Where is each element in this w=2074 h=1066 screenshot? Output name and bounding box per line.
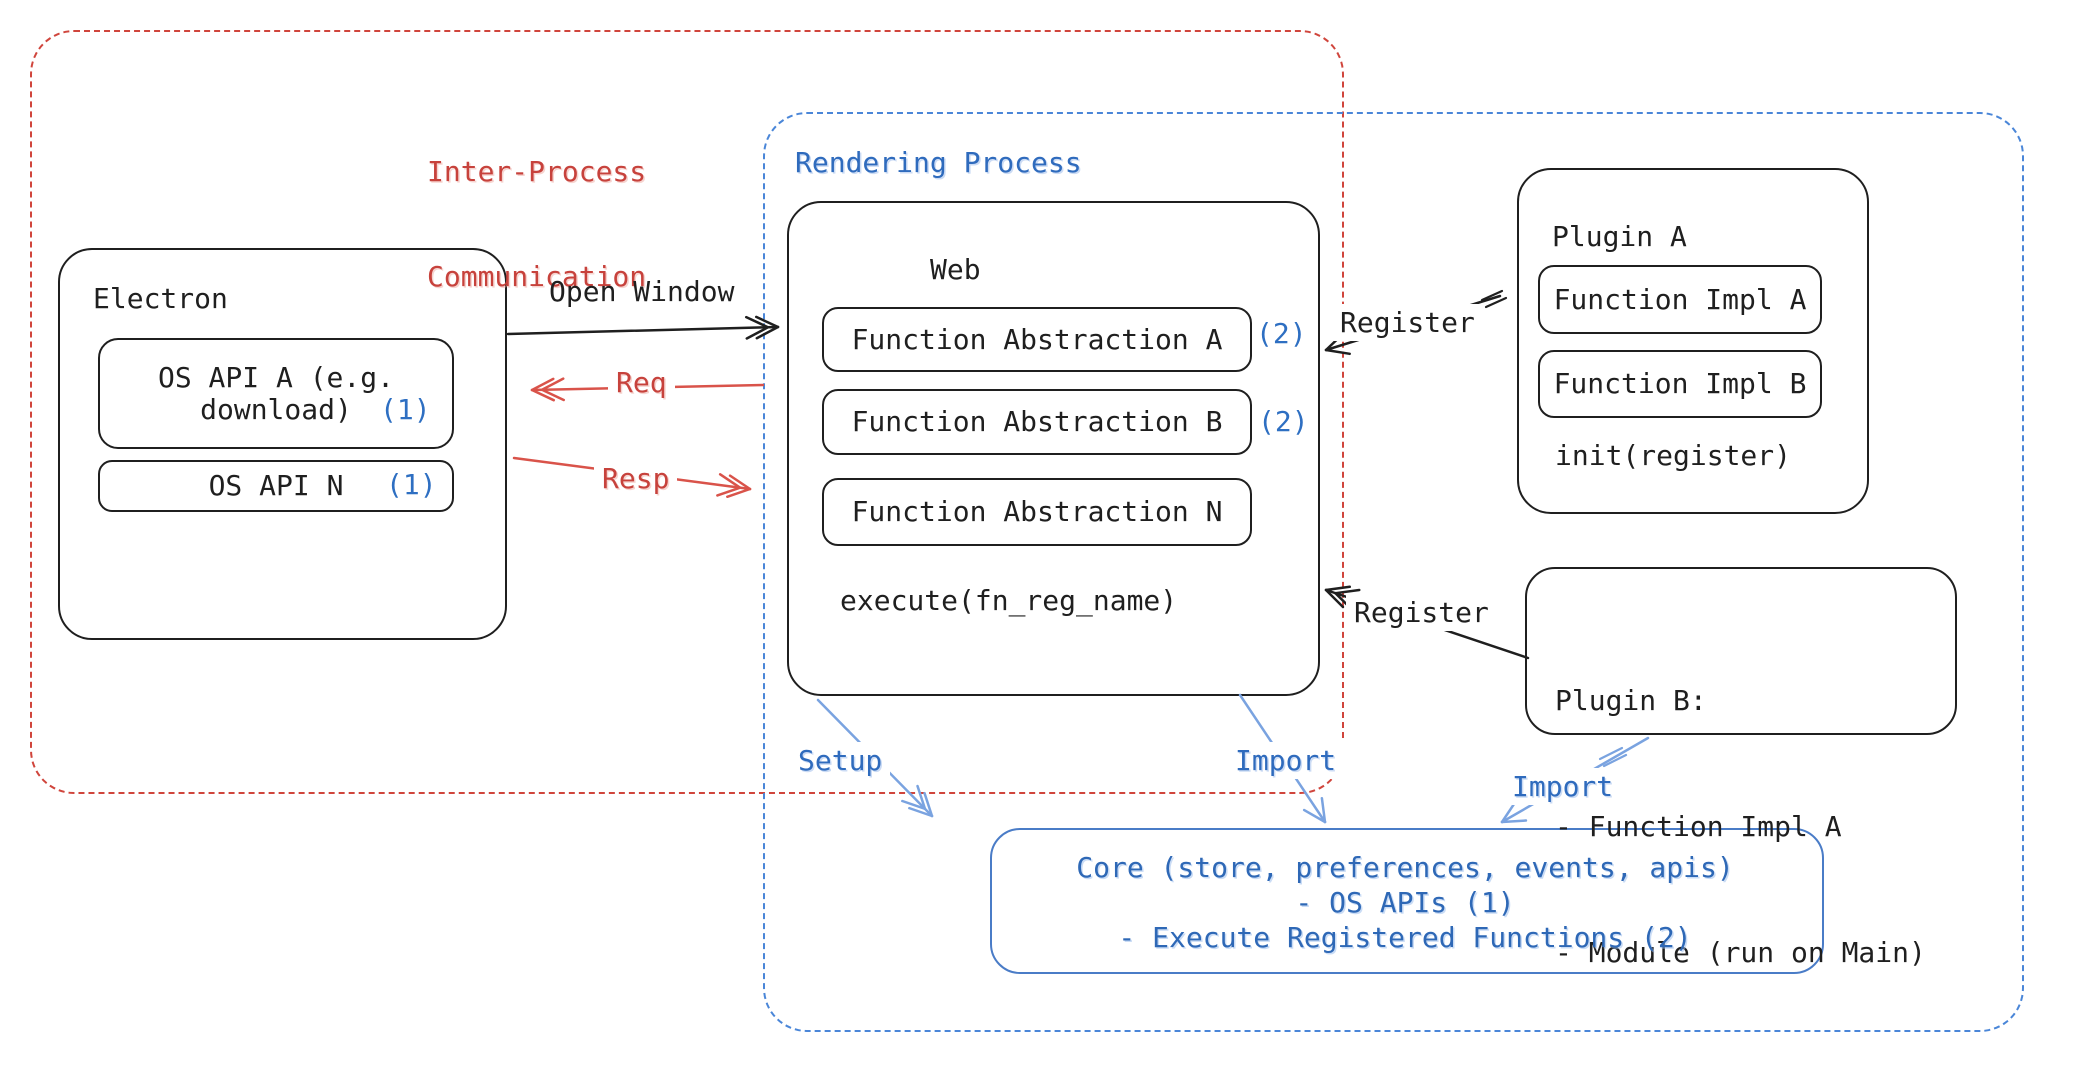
os-api-n-badge: (1) [386,468,437,501]
function-abstraction-b-box: Function Abstraction B [822,389,1252,455]
core-text: Core (store, preferences, events, apis) … [990,850,1820,955]
ipc-label-line1: Inter-Process [427,155,647,188]
function-impl-b-box: Function Impl B [1538,350,1822,418]
plugin-b-line3: - Module (run on Main) [1555,936,1926,969]
plugin-a-title: Plugin A [1552,220,1687,253]
ipc-group-label: Inter-Process Communication [427,84,646,364]
open-window-arrow-label: Open Window [549,275,735,308]
os-api-a-line2: download) [200,392,352,426]
os-api-a-box: OS API A (e.g. download) [98,338,454,449]
import-plugin-b-arrow-label: Import [1504,768,1622,805]
execute-function-text: execute(fn_reg_name) [840,584,1178,617]
os-api-a-label: OS API A (e.g. download) [157,360,394,426]
function-impl-a-label: Function Impl A [1553,282,1807,316]
os-api-a-badge: (1) [380,393,431,426]
import-web-arrow-label: Import [1227,742,1345,779]
setup-arrow-label: Setup [790,742,891,779]
rendering-process-boundary [763,112,2024,1032]
function-abstraction-a-badge: (2) [1256,317,1307,350]
os-api-a-line1: OS API A (e.g. [157,360,394,394]
function-abstraction-b-badge: (2) [1258,405,1309,438]
plugin-b-node [1525,567,1957,735]
register-plugin-a-label: Register [1332,304,1483,341]
core-line1: Core (store, preferences, events, apis) [1076,851,1734,884]
function-abstraction-n-box: Function Abstraction N [822,478,1252,546]
os-api-n-box: OS API N [98,460,454,512]
plugin-a-init-text: init(register) [1555,439,1792,472]
web-title: Web [930,253,981,286]
plugin-b-line1: Plugin B: [1555,684,1707,717]
electron-title: Electron [93,282,228,315]
resp-arrow-label: Resp [594,460,678,497]
req-arrow-label: Req [608,364,675,401]
plugin-b-line2: - Function Impl A [1555,810,1842,843]
ipc-label-line2: Communication [427,260,647,293]
function-abstraction-b-label: Function Abstraction B [851,405,1223,438]
plugin-a-node [1517,168,1869,514]
function-impl-a-box: Function Impl A [1538,265,1822,334]
core-node [990,828,1824,974]
register-plugin-b-label: Register [1346,594,1497,631]
core-line3: - Execute Registered Functions (2) [1118,921,1692,954]
plugin-b-text: Plugin B: - Function Impl A - Module (ru… [1555,596,1926,1058]
function-impl-b-label: Function Impl B [1553,367,1807,400]
rendering-process-label: Rendering Process [795,146,1082,179]
function-abstraction-a-label: Function Abstraction A [851,322,1223,356]
function-abstraction-n-label: Function Abstraction N [851,495,1223,528]
core-line2: - OS APIs (1) [1295,886,1515,919]
function-abstraction-a-box: Function Abstraction A [822,307,1252,372]
ipc-group-boundary [30,30,1344,794]
os-api-n-label: OS API N [208,469,344,502]
